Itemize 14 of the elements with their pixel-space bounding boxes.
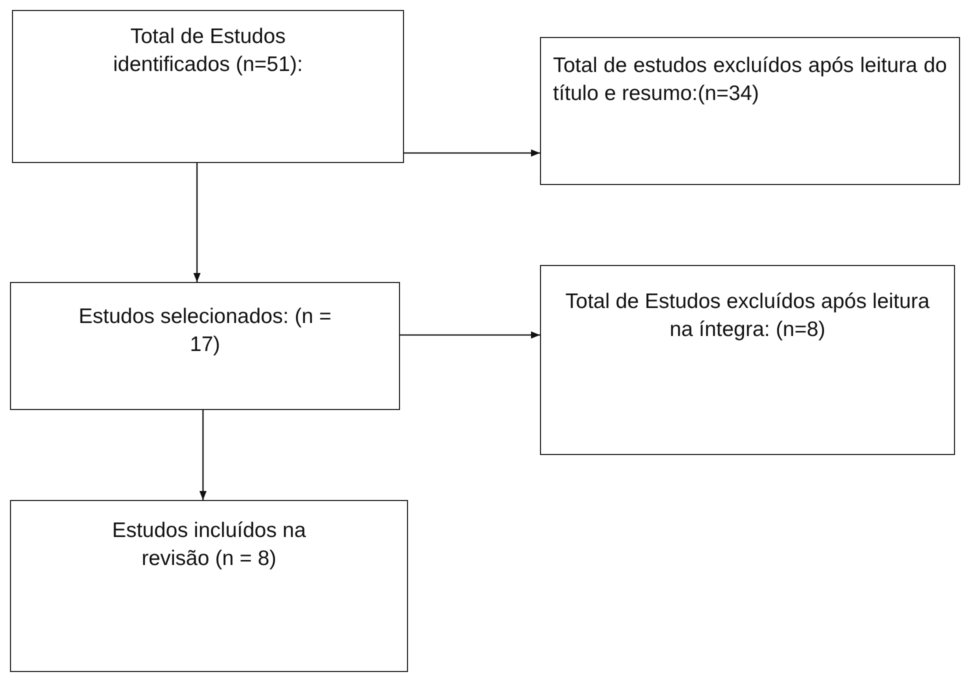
process-box: [12, 10, 404, 163]
box-text: Estudos incluídos na revisão (n = 8): [111, 518, 307, 572]
box-text: Total de estudos excluídos após leitura do título e resumo:(n=34): [553, 53, 947, 108]
box-text: Estudos selecionados: (n = 17): [78, 304, 332, 358]
process-box: [10, 282, 400, 410]
arrow: [193, 163, 201, 282]
process-box: [540, 37, 960, 185]
process-box: [10, 500, 408, 672]
box-text: Total de Estudos identificados (n=51):: [112, 24, 304, 78]
arrow: [404, 149, 540, 157]
arrow: [400, 331, 540, 339]
box-text: Total de Estudos excluídos após leitura na íntegra: (n=8): [564, 289, 931, 344]
arrow: [199, 410, 207, 500]
process-box: [540, 265, 955, 455]
